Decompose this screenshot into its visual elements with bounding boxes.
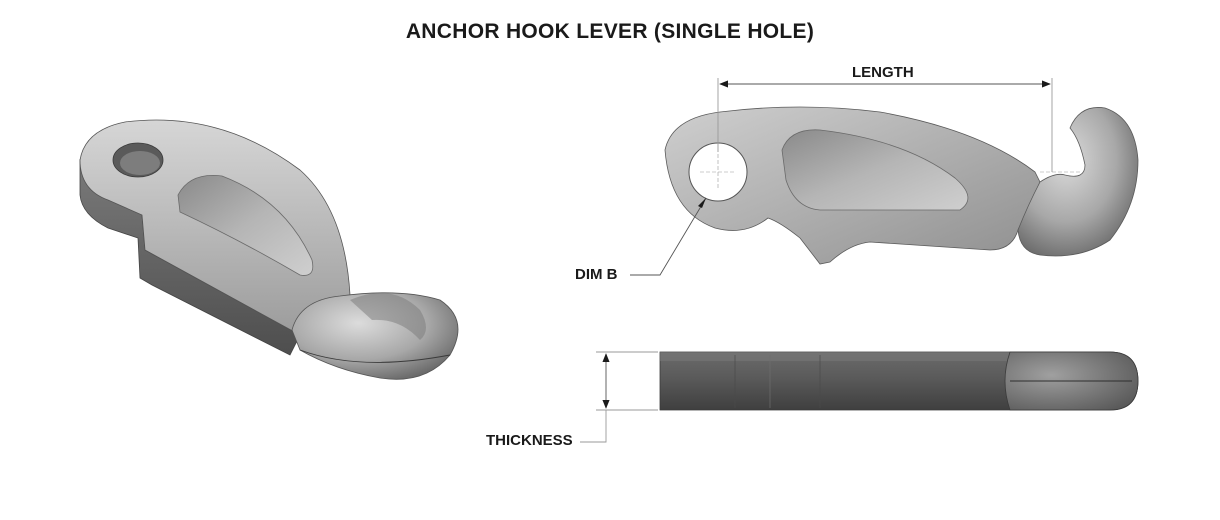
dim-b-leader <box>630 197 707 276</box>
length-dimension <box>717 78 1053 172</box>
drawing-title: ANCHOR HOOK LEVER (SINGLE HOLE) <box>405 20 815 43</box>
edge-view <box>659 351 1139 411</box>
thickness-dimension <box>580 351 658 443</box>
isometric-view <box>79 119 459 380</box>
dim-b-label: DIM B <box>575 266 618 283</box>
thickness-label: THICKNESS <box>486 432 573 449</box>
length-label: LENGTH <box>852 64 914 81</box>
front-view <box>664 106 1139 265</box>
